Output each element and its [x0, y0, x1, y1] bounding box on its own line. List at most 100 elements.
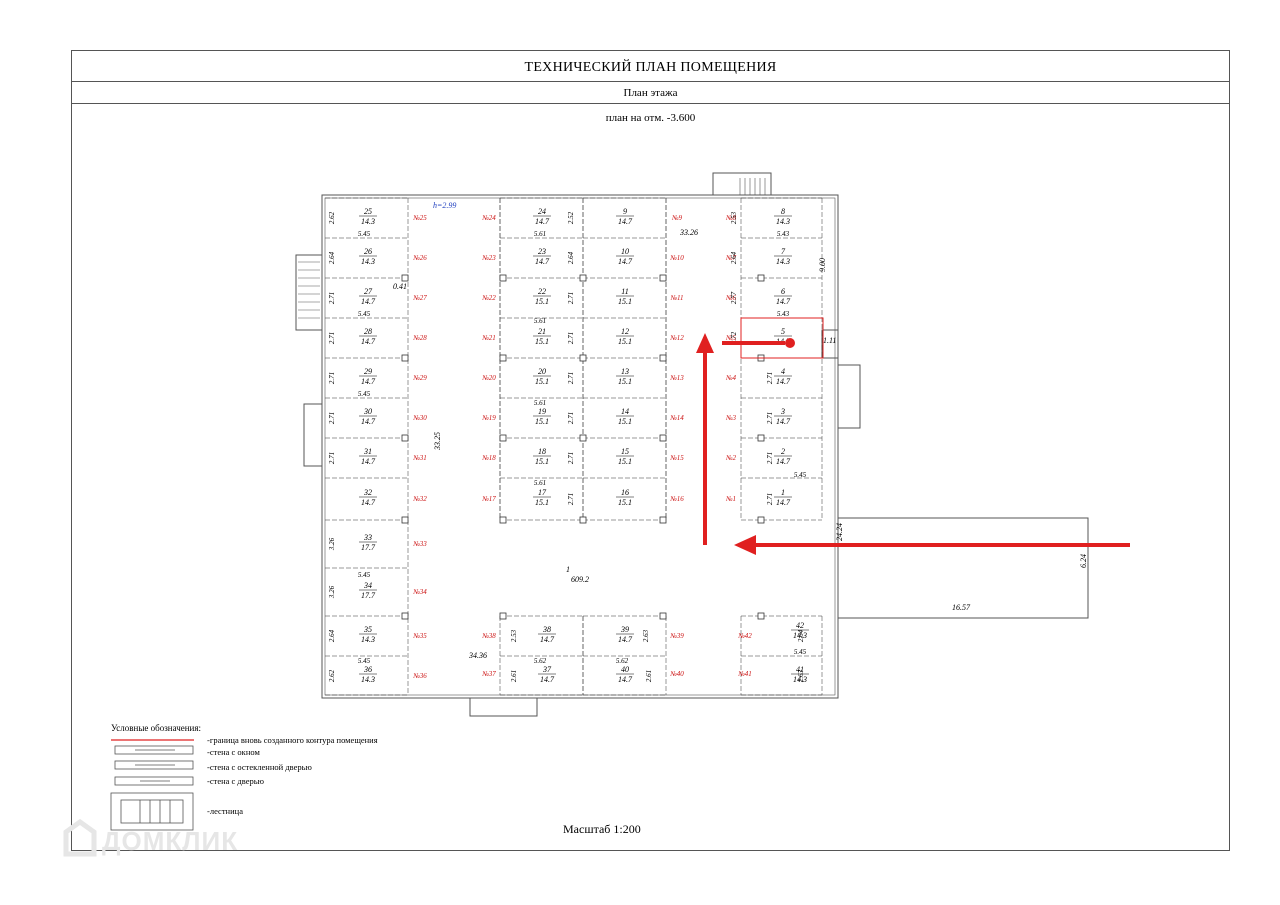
box-number: 30	[363, 407, 372, 416]
box-number: 3	[780, 407, 785, 416]
box-area: 15.1	[618, 337, 632, 346]
box-area: 14.7	[776, 417, 791, 426]
box-number: 11	[621, 287, 628, 296]
dim-column-a: 0.41	[393, 282, 407, 291]
dimension-label: 3.26	[328, 537, 336, 551]
dimension-label: 2.53	[510, 629, 518, 642]
arrow-head-dot	[785, 338, 795, 348]
dim-width-bottom: 34.36	[468, 651, 487, 660]
box-number: 6	[781, 287, 785, 296]
dimension-label: 5.45	[358, 390, 371, 398]
box-area: 14.7	[361, 417, 376, 426]
dimension-label: 2.72	[730, 331, 738, 344]
left-stairs	[295, 254, 323, 331]
parking-grid	[325, 197, 823, 696]
box-area: 14.7	[361, 337, 376, 346]
box-number: 35	[363, 625, 372, 634]
box-red-label: №36	[412, 672, 427, 680]
dimension-label: 2.61	[510, 670, 518, 682]
box-red-label: №37	[481, 670, 496, 678]
box-number: 23	[538, 247, 546, 256]
dimension-label: 5.61	[534, 230, 546, 238]
box-number: 34	[363, 581, 372, 590]
box-number: 16	[621, 488, 629, 497]
box-area: 14.3	[793, 631, 807, 640]
box-number: 42	[796, 621, 804, 630]
box-area: 14.3	[361, 217, 375, 226]
dimension-label: 2.64	[328, 251, 336, 264]
box-number: 5	[781, 327, 785, 336]
box-number: 31	[363, 447, 372, 456]
box-number: 27	[364, 287, 373, 296]
box-area: 15.1	[618, 457, 632, 466]
box-area: 14.7	[618, 217, 633, 226]
dimension-label: 5.45	[358, 571, 371, 579]
common-area-number: 1	[566, 565, 570, 574]
box-red-label: №35	[412, 632, 427, 640]
dimension-label: 2.71	[766, 412, 774, 424]
box-red-label: №38	[481, 632, 496, 640]
dimension-label: 2.71	[328, 452, 336, 464]
box-number: 37	[542, 665, 552, 674]
highlighted-box-outline	[740, 317, 824, 359]
plan-level-label: план на отм. -3.600	[605, 112, 696, 124]
box-area: 14.7	[618, 635, 633, 644]
bottom-exit	[469, 697, 538, 717]
dimension-label: 2.71	[328, 412, 336, 424]
box-red-label: №31	[412, 454, 427, 462]
dimension-label: 2.53	[730, 211, 738, 224]
box-red-label: №15	[669, 454, 684, 462]
dimension-label: 2.71	[567, 332, 575, 344]
dimension-label: 5.45	[358, 230, 371, 238]
box-number: 38	[542, 625, 551, 634]
box-red-label: №32	[412, 495, 427, 503]
dimension-label: 2.71	[328, 332, 336, 344]
dimension-label: 2.71	[567, 452, 575, 464]
box-red-label: №29	[412, 374, 427, 382]
box-red-label: №11	[669, 294, 683, 302]
arrow-head-left	[734, 535, 756, 555]
dim-right-height: 9.00	[818, 258, 827, 272]
scale-label: Масштаб 1:200	[563, 822, 641, 836]
box-area: 14.7	[361, 457, 376, 466]
box-red-label: №18	[481, 454, 496, 462]
box-number: 25	[364, 207, 372, 216]
box-number: 8	[781, 207, 785, 216]
dimension-label: 5.45	[794, 471, 807, 479]
dimension-label: 2.71	[766, 452, 774, 464]
drawing-frame: ТЕХНИЧЕСКИЙ ПЛАН ПОМЕЩЕНИЯ План этажа пл…	[71, 50, 1230, 851]
box-red-label: №33	[412, 540, 427, 548]
box-red-label: №27	[412, 294, 427, 302]
box-area: 14.7	[361, 498, 376, 507]
box-number: 26	[364, 247, 372, 256]
stair-treads	[298, 178, 766, 319]
dimension-label: 3.26	[328, 585, 336, 599]
dim-niche: 1.11	[823, 336, 836, 345]
box-area: 15.1	[535, 457, 549, 466]
dimension-label: 5.61	[534, 399, 546, 407]
box-area: 14.7	[540, 635, 555, 644]
dimension-label: 2.61	[645, 670, 653, 682]
watermark-logo-icon	[63, 818, 97, 857]
dim-height-left: 33.25	[433, 432, 442, 451]
dimension-label: 2.64	[730, 251, 738, 264]
box-red-label: №6	[725, 294, 737, 302]
box-area: 14.7	[540, 675, 555, 684]
dimension-label: 5.61	[534, 479, 546, 487]
dimension-label: 2.71	[567, 372, 575, 384]
dimension-label: 2.71	[328, 372, 336, 384]
box-area: 15.1	[618, 417, 632, 426]
right-niche	[821, 329, 839, 359]
box-number: 19	[538, 407, 546, 416]
box-area: 15.1	[618, 377, 632, 386]
height-note: h=2.99	[433, 201, 456, 210]
box-area: 15.1	[535, 417, 549, 426]
box-red-label: №14	[669, 414, 684, 422]
box-number: 14	[621, 407, 629, 416]
dimension-label: 2.71	[766, 493, 774, 505]
box-red-label: №17	[481, 495, 496, 503]
box-red-label: №28	[412, 334, 427, 342]
box-red-label: №22	[481, 294, 496, 302]
box-number: 17	[538, 488, 547, 497]
